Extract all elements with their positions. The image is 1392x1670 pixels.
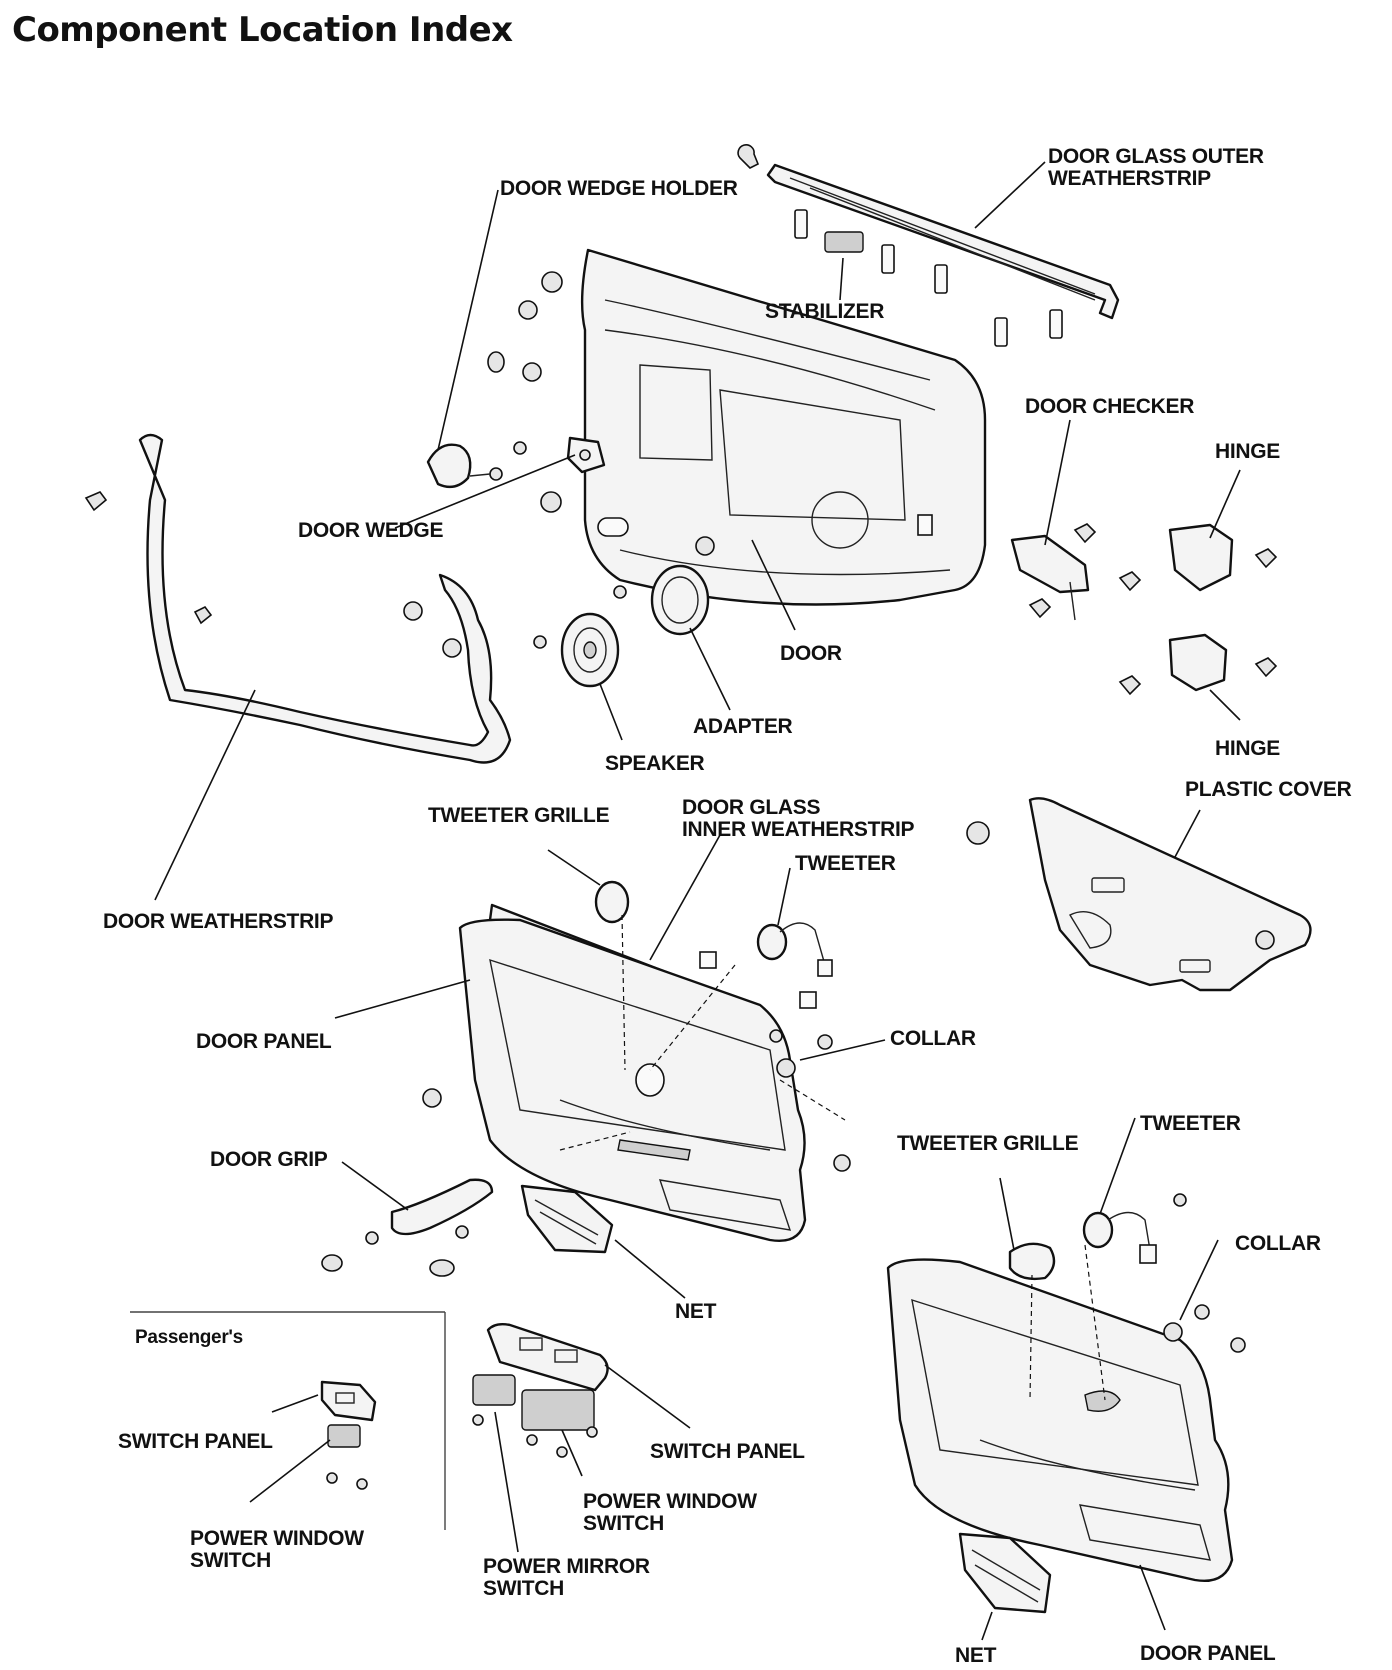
hinge-lower-part	[1118, 633, 1278, 696]
label-plastic-cover: PLASTIC COVER	[1185, 778, 1352, 801]
door-grommets	[487, 271, 715, 556]
door-weatherstrip-part	[84, 433, 512, 764]
label-tweeter-lower: TWEETER	[1140, 1112, 1241, 1135]
label-passengers: Passenger's	[135, 1327, 243, 1348]
label-door-panel-lower: DOOR PANEL	[1140, 1642, 1276, 1665]
tweeter-upper-part	[699, 922, 833, 1009]
label-door-wedge: DOOR WEDGE	[298, 519, 443, 542]
label-door-glass-outer-weatherstrip: DOOR GLASS OUTER WEATHERSTRIP	[1048, 145, 1269, 190]
leader-lines	[154, 161, 1241, 1641]
door-checker-part	[1010, 523, 1097, 621]
net-upper-part	[520, 1184, 614, 1254]
label-door-grip: DOOR GRIP	[210, 1148, 328, 1171]
tweeter-grille-upper-part	[594, 880, 630, 924]
door-grip-part	[321, 1178, 494, 1277]
label-door-checker: DOOR CHECKER	[1025, 395, 1194, 418]
speaker-part	[560, 612, 620, 688]
label-door-panel-upper: DOOR PANEL	[196, 1030, 332, 1053]
power-window-switch-left-part	[326, 1424, 368, 1490]
label-net-upper: NET	[675, 1300, 717, 1323]
door-panel-upper-part	[458, 918, 807, 1242]
dashed-assembly-lines	[559, 914, 1106, 1401]
label-power-window-switch-left: POWER WINDOW SWITCH	[190, 1527, 369, 1572]
label-door-glass-inner-weatherstrip: DOOR GLASS INNER WEATHERSTRIP	[682, 796, 915, 841]
label-collar-upper: COLLAR	[890, 1027, 976, 1050]
collar-upper-part	[422, 1029, 851, 1172]
door-wedge-part	[566, 436, 606, 474]
adapter-part	[650, 564, 710, 636]
tweeter-grille-lower-part	[1008, 1242, 1056, 1281]
tweeter-lower-part	[1082, 1193, 1187, 1264]
label-hinge-upper: HINGE	[1215, 440, 1280, 463]
label-collar-lower: COLLAR	[1235, 1232, 1321, 1255]
passengers-inset-frame	[130, 1311, 446, 1530]
label-adapter: ADAPTER	[693, 715, 793, 738]
power-mirror-switch-part	[472, 1374, 516, 1426]
label-net-lower: NET	[955, 1644, 997, 1667]
door-glass-outer-weatherstrip-part	[737, 144, 1120, 320]
label-power-mirror-switch: POWER MIRROR SWITCH	[483, 1555, 655, 1600]
weatherstrip-clips	[794, 209, 1063, 347]
label-door-wedge-holder: DOOR WEDGE HOLDER	[500, 177, 738, 200]
collar-lower-part	[1163, 1304, 1246, 1353]
switch-panel-left-part	[320, 1380, 377, 1422]
plastic-cover-part	[966, 797, 1312, 992]
label-power-window-switch-center: POWER WINDOW SWITCH	[583, 1490, 762, 1535]
weatherstrip-clips-lower	[403, 585, 627, 658]
door-panel-lower-part	[886, 1258, 1234, 1582]
label-door-weatherstrip: DOOR WEATHERSTRIP	[103, 910, 333, 933]
page-title: Component Location Index	[12, 10, 513, 50]
hinge-upper-part	[1118, 523, 1278, 592]
label-speaker: SPEAKER	[605, 752, 705, 775]
net-lower-part	[958, 1532, 1052, 1614]
door-part	[580, 248, 987, 606]
power-window-switch-center-part	[521, 1389, 598, 1458]
switch-panel-center-part	[486, 1322, 609, 1392]
label-door: DOOR	[780, 642, 842, 665]
label-hinge-lower: HINGE	[1215, 737, 1280, 760]
label-tweeter-grille-lower: TWEETER GRILLE	[897, 1132, 1079, 1155]
label-tweeter-upper: TWEETER	[795, 852, 896, 875]
stabilizer-part	[824, 231, 864, 253]
label-tweeter-grille-upper: TWEETER GRILLE	[428, 804, 610, 827]
door-wedge-holder-part	[426, 441, 527, 489]
label-switch-panel-left: SWITCH PANEL	[118, 1430, 273, 1453]
label-switch-panel-center: SWITCH PANEL	[650, 1440, 805, 1463]
label-stabilizer: STABILIZER	[765, 300, 884, 323]
part-labels: DOOR GLASS OUTER WEATHERSTRIP DOOR WEDGE…	[103, 145, 1352, 1667]
